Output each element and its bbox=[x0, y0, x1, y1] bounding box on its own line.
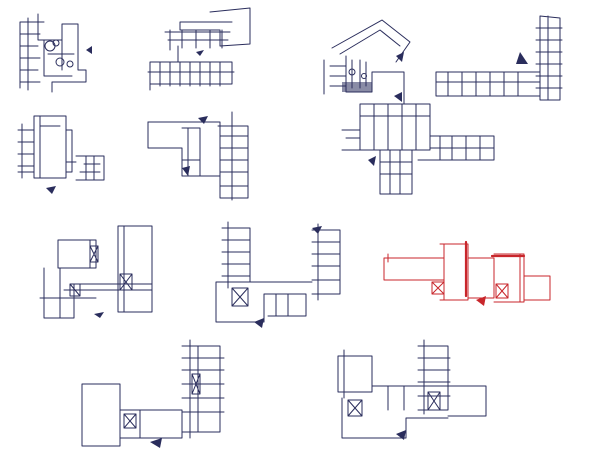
plan-sketch-6 bbox=[147, 111, 249, 201]
plan-sketch-1 bbox=[19, 13, 92, 93]
plan-sketch-8 bbox=[39, 225, 153, 319]
plan-sketch-11 bbox=[337, 339, 487, 440]
plan-sketch-7 bbox=[341, 103, 495, 195]
plan-sketch-5 bbox=[17, 115, 105, 194]
plan-sketch-9 bbox=[215, 221, 341, 328]
plan-sketch-highlighted bbox=[383, 240, 551, 306]
plan-sketch-4 bbox=[435, 15, 563, 101]
plan-sketch-10 bbox=[81, 339, 225, 448]
plan-sketch-2 bbox=[147, 7, 251, 91]
plan-sketch-3 bbox=[323, 19, 411, 105]
